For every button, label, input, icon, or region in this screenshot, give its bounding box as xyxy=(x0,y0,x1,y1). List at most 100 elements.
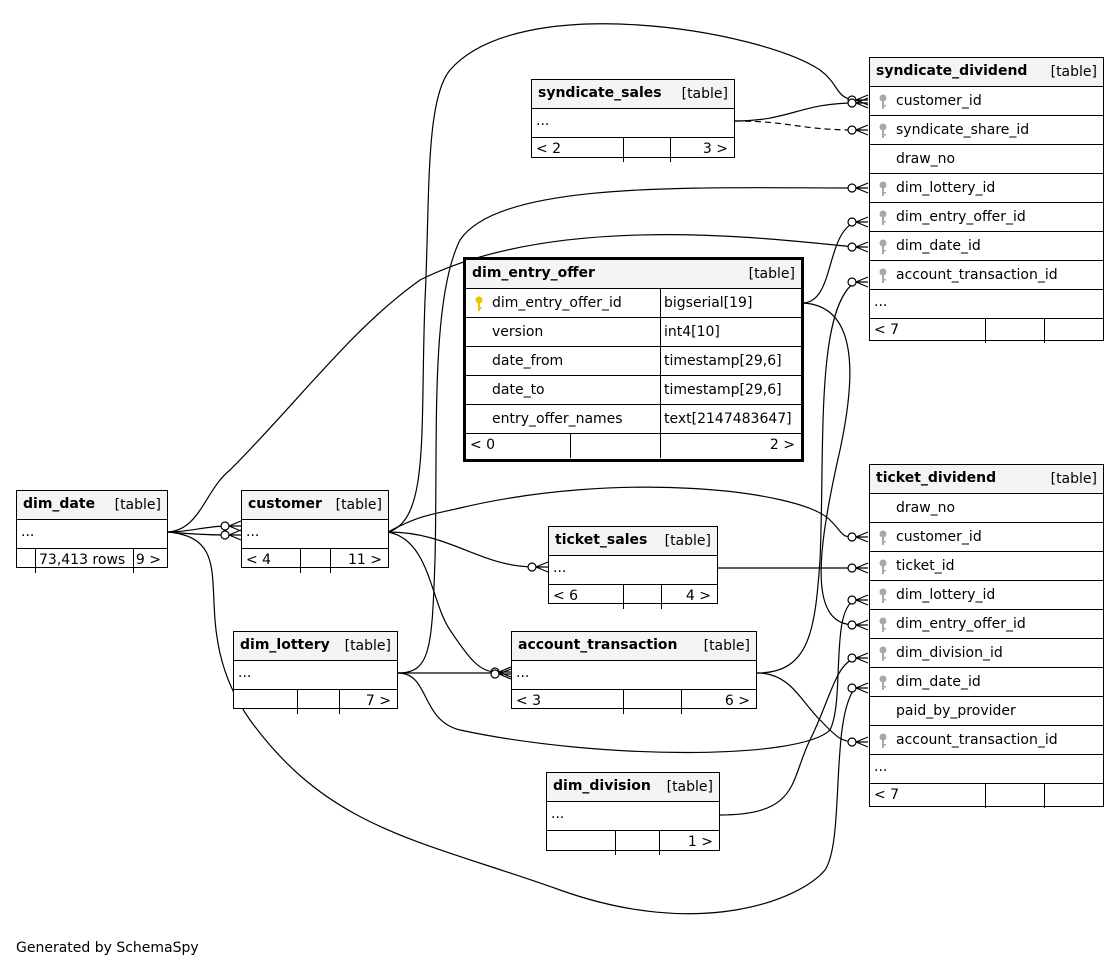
column-row[interactable]: date_from timestamp[29,6] xyxy=(466,347,801,376)
edge-customer-syndicate xyxy=(387,23,856,533)
table-name: account_transaction xyxy=(518,637,678,653)
column-name: entry_offer_names xyxy=(492,411,623,427)
table-dim-lottery[interactable]: dim_lottery [table] ... 7 > xyxy=(233,631,398,714)
column-row[interactable]: dim_division_id xyxy=(870,639,1103,668)
foreign-key-icon xyxy=(879,181,887,196)
edge-account-transaction-syndicate xyxy=(756,281,856,674)
columns-ellipsis: ... xyxy=(512,661,756,690)
column-row[interactable]: dim_date_id xyxy=(870,232,1103,261)
column-name: date_from xyxy=(492,353,564,369)
edge-dim-lottery-ticket xyxy=(397,599,856,754)
column-name: ticket_id xyxy=(896,558,955,574)
children-link[interactable]: 1 > xyxy=(687,834,713,850)
column-row[interactable]: dim_entry_offer_id xyxy=(870,610,1103,639)
parents-link[interactable]: < 4 xyxy=(246,552,272,568)
foreign-key-icon xyxy=(879,646,887,661)
crows-foot-marker xyxy=(855,736,869,748)
children-link[interactable]: 4 > xyxy=(685,588,711,604)
table-header: dim_date [table] xyxy=(17,491,167,520)
parents-link[interactable]: < 0 xyxy=(470,437,496,453)
crows-foot-marker xyxy=(855,182,869,194)
columns-ellipsis: ... xyxy=(234,661,397,690)
table-customer[interactable]: customer [table] ... < 4 11 > xyxy=(241,490,389,573)
row-count: 73,413 rows xyxy=(39,552,126,568)
foreign-key-icon xyxy=(879,210,887,225)
crows-foot-marker xyxy=(855,97,869,109)
children-link[interactable]: 7 > xyxy=(365,693,391,709)
table-header: dim_lottery [table] xyxy=(234,632,397,661)
table-dim-division[interactable]: dim_division [table] ... 1 > xyxy=(546,772,720,855)
children-link[interactable]: 2 > xyxy=(769,437,795,453)
parents-link[interactable]: < 6 xyxy=(553,588,579,604)
column-row[interactable]: dim_entry_offer_id xyxy=(870,203,1103,232)
column-row[interactable]: account_transaction_id xyxy=(870,726,1103,755)
column-name: dim_lottery_id xyxy=(896,180,996,196)
table-account-transaction[interactable]: account_transaction [table] ... < 3 6 > xyxy=(511,631,757,714)
table-footer: < 6 4 > xyxy=(549,585,717,609)
column-row[interactable]: account_transaction_id xyxy=(870,261,1103,290)
column-row[interactable]: customer_id xyxy=(870,87,1103,116)
column-name: dim_lottery_id xyxy=(896,587,996,603)
table-name: dim_date xyxy=(23,496,96,512)
crows-foot-marker xyxy=(855,124,869,136)
parents-link[interactable]: < 7 xyxy=(874,787,900,803)
column-name: dim_entry_offer_id xyxy=(896,616,1026,632)
column-name: dim_date_id xyxy=(896,674,981,690)
children-link[interactable]: 11 > xyxy=(348,552,382,568)
table-ticket-sales[interactable]: ticket_sales [table] ... < 6 4 > xyxy=(548,526,718,609)
foreign-key-icon xyxy=(879,675,887,690)
column-name: customer_id xyxy=(896,529,982,545)
foreign-key-icon xyxy=(879,94,887,109)
parents-link[interactable]: < 3 xyxy=(516,693,542,709)
column-name: draw_no xyxy=(896,151,956,167)
table-dim-date[interactable]: dim_date [table] ... 73,413 rows 9 > xyxy=(16,490,168,573)
column-row[interactable]: version int4[10] xyxy=(466,318,801,347)
table-syndicate-dividend[interactable]: syndicate_dividend [table] customer_id s… xyxy=(869,57,1104,343)
children-link[interactable]: 9 > xyxy=(135,552,161,568)
table-footer: < 0 2 > xyxy=(466,434,801,458)
column-name: date_to xyxy=(492,382,545,398)
table-name: customer xyxy=(248,496,322,512)
column-row[interactable]: dim_lottery_id xyxy=(870,581,1103,610)
column-row[interactable]: dim_lottery_id xyxy=(870,174,1103,203)
table-ticket-dividend[interactable]: ticket_dividend [table] draw_no customer… xyxy=(869,464,1104,808)
crows-foot-marker xyxy=(855,562,869,574)
table-kind: [table] xyxy=(664,533,711,549)
parents-link[interactable]: < 2 xyxy=(536,141,562,157)
column-name: dim_date_id xyxy=(896,238,981,254)
edge-entry-offer-ticket xyxy=(801,302,856,626)
column-row[interactable]: entry_offer_names text[2147483647] xyxy=(466,405,801,434)
crows-foot-marker xyxy=(855,594,869,606)
children-link[interactable]: 3 > xyxy=(702,141,728,157)
crows-foot-marker xyxy=(855,276,869,288)
table-header: dim_division [table] xyxy=(547,773,719,802)
column-row[interactable]: customer_id xyxy=(870,523,1103,552)
crows-foot-marker xyxy=(228,520,242,532)
columns-ellipsis: ... xyxy=(870,290,1103,319)
optional-circle-marker xyxy=(527,562,537,572)
children-link[interactable]: 6 > xyxy=(724,693,750,709)
table-header: ticket_sales [table] xyxy=(549,527,717,556)
table-header: syndicate_sales [table] xyxy=(532,80,734,109)
optional-circle-marker xyxy=(847,98,857,108)
parents-link[interactable]: < 7 xyxy=(874,322,900,338)
foreign-key-icon xyxy=(879,123,887,138)
crows-foot-marker xyxy=(855,682,869,694)
column-row[interactable]: draw_no xyxy=(870,494,1103,523)
table-syndicate-sales[interactable]: syndicate_sales [table] ... < 2 3 > xyxy=(531,79,735,162)
column-row[interactable]: ticket_id xyxy=(870,552,1103,581)
column-row[interactable]: dim_date_id xyxy=(870,668,1103,697)
table-footer: 1 > xyxy=(547,831,719,855)
column-row[interactable]: dim_entry_offer_id bigserial[19] xyxy=(466,289,801,318)
column-row[interactable]: syndicate_share_id xyxy=(870,116,1103,145)
column-name: dim_entry_offer_id xyxy=(492,295,622,311)
edge-dim-lottery-syndicate xyxy=(397,187,856,674)
column-row[interactable]: date_to timestamp[29,6] xyxy=(466,376,801,405)
column-row[interactable]: draw_no xyxy=(870,145,1103,174)
table-dim-entry-offer[interactable]: dim_entry_offer [table] dim_entry_offer_… xyxy=(463,257,804,462)
edge-syndicate-sales-share xyxy=(734,120,856,131)
table-footer: < 2 3 > xyxy=(532,138,734,162)
column-row[interactable]: paid_by_provider xyxy=(870,697,1103,726)
optional-circle-marker xyxy=(847,620,857,630)
foreign-key-icon xyxy=(879,617,887,632)
